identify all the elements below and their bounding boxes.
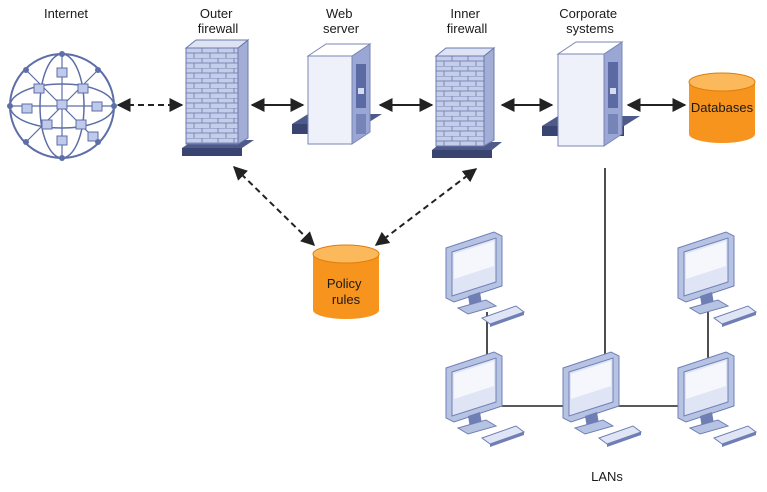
inner-firewall-label-line1: Inner — [450, 6, 480, 21]
desktop-computer-icon — [677, 231, 758, 327]
labels: Internet Outer firewall Web server Inner… — [44, 6, 754, 484]
brick-wall-icon — [432, 46, 502, 158]
desktop-computer-icon — [562, 351, 643, 447]
inner-firewall-policy-dashed-link — [374, 168, 478, 246]
policy-rules-label-line1: Policy — [327, 276, 362, 291]
outer-firewall-label-line2: firewall — [198, 21, 239, 36]
tower-server-icon — [292, 43, 382, 145]
web-server-label-line1: Web — [326, 6, 353, 21]
desktop-computer-icon — [677, 351, 758, 447]
brick-wall-icon — [182, 38, 254, 156]
outer-firewall-label: Outer firewall — [198, 6, 239, 36]
web-server-label: Web server — [323, 6, 360, 36]
outer-firewall-policy-dashed-link — [232, 166, 316, 246]
policy-rules-label-line2: rules — [332, 292, 361, 307]
inner-firewall-label: Inner firewall — [447, 6, 488, 36]
databases-label: Databases — [691, 100, 754, 115]
tower-server-icon — [542, 41, 640, 147]
desktop-computer-icon — [445, 351, 526, 447]
lans-label: LANs — [591, 469, 623, 484]
web-server-label-line2: server — [323, 21, 360, 36]
policy-rules-label: Policy rules — [327, 276, 365, 307]
cylinder-database-icon — [312, 244, 380, 319]
corporate-systems-label: Corporate systems — [559, 6, 620, 36]
connections — [116, 98, 709, 407]
globe-network-icon — [7, 51, 117, 161]
inner-firewall-label-line2: firewall — [447, 21, 488, 36]
corporate-systems-label-line1: Corporate — [559, 6, 617, 21]
internet-label: Internet — [44, 6, 88, 21]
outer-firewall-label-line1: Outer — [200, 6, 233, 21]
corporate-systems-label-line2: systems — [566, 21, 614, 36]
lan-computers — [445, 231, 758, 447]
cylinder-database-icon — [688, 72, 756, 143]
desktop-computer-icon — [445, 231, 526, 327]
